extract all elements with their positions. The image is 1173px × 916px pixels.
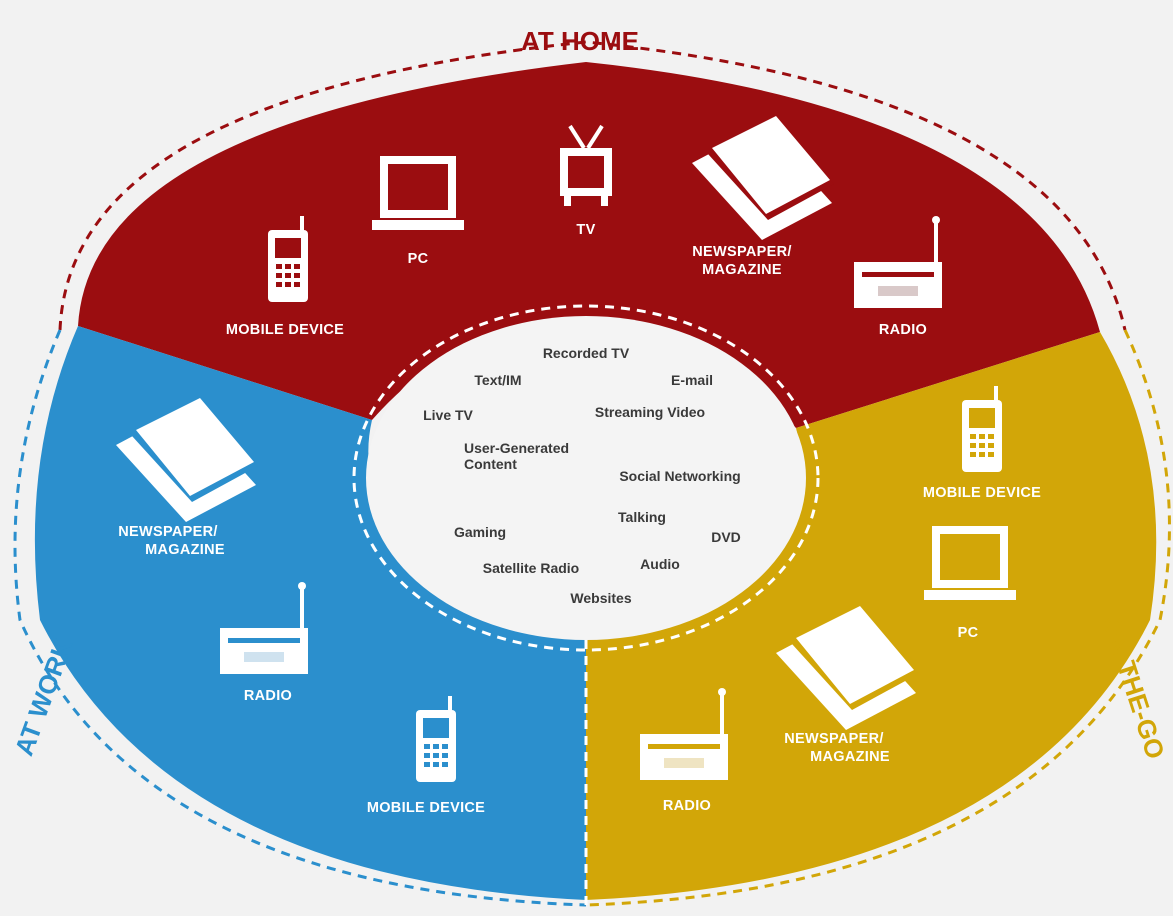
- activity-recorded-tv: Recorded TV: [543, 345, 630, 361]
- go-outer-dashed-ring: [585, 329, 1171, 907]
- home-tv-label: TV: [576, 222, 595, 238]
- go-pc-label: PC: [958, 625, 979, 641]
- center-circle: [366, 316, 806, 640]
- go-pc-icon: [924, 526, 1016, 600]
- activity-ugc-line1: User-Generated: [464, 440, 569, 456]
- go-newspaper-magazine-icon: [776, 606, 918, 730]
- activity-audio: Audio: [640, 556, 680, 572]
- home-mobile-device-icon: [268, 216, 308, 302]
- activity-satellite-radio: Satellite Radio: [483, 560, 579, 576]
- go-radio-icon: [640, 688, 728, 780]
- work-mobile-device-icon: [416, 696, 456, 782]
- activity-gaming: Gaming: [454, 524, 506, 540]
- activity-talking: Talking: [618, 509, 666, 525]
- at-home-title: AT HOME: [521, 26, 639, 56]
- activity-social-networking: Social Networking: [619, 468, 740, 484]
- home-pc-icon: [372, 156, 464, 230]
- at-home-segment: [78, 62, 1100, 428]
- work-mobile-device-label: MOBILE DEVICE: [367, 800, 485, 816]
- activity-live-tv: Live TV: [423, 407, 473, 423]
- activity-email: E-mail: [671, 372, 713, 388]
- work-radio-icon: [220, 582, 308, 674]
- go-newspaper-label-line1: NEWSPAPER/: [784, 731, 883, 747]
- activity-streaming-video: Streaming Video: [595, 404, 705, 420]
- home-newspaper-magazine-icon: [692, 116, 834, 240]
- home-radio-icon: [854, 216, 942, 308]
- activity-text-im: Text/IM: [474, 372, 521, 388]
- go-radio-label: RADIO: [663, 798, 711, 814]
- home-pc-label: PC: [408, 251, 429, 267]
- work-newspaper-label-line1: NEWSPAPER/: [118, 524, 217, 540]
- center-dashed-ring: [352, 304, 820, 652]
- on-the-go-segment: [586, 332, 1157, 900]
- work-radio-label: RADIO: [244, 688, 292, 704]
- home-newspaper-label-line1: NEWSPAPER/: [692, 244, 791, 260]
- home-outer-dashed-ring: [58, 40, 1127, 331]
- home-mobile-device-label: MOBILE DEVICE: [226, 322, 344, 338]
- activity-ugc-line2: Content: [464, 456, 517, 472]
- activity-dvd: DVD: [711, 529, 741, 545]
- go-mobile-device-label: MOBILE DEVICE: [923, 485, 1041, 501]
- work-newspaper-magazine-icon: [116, 398, 258, 522]
- go-newspaper-label-line2: MAGAZINE: [810, 749, 890, 765]
- work-newspaper-label-line2: MAGAZINE: [145, 542, 225, 558]
- go-mobile-device-icon: [962, 386, 1002, 472]
- at-work-title: AT WORK: [9, 634, 79, 759]
- home-newspaper-label-line2: MAGAZINE: [702, 262, 782, 278]
- activity-websites: Websites: [570, 590, 631, 606]
- home-radio-label: RADIO: [879, 322, 927, 338]
- work-outer-dashed-ring: [13, 329, 587, 907]
